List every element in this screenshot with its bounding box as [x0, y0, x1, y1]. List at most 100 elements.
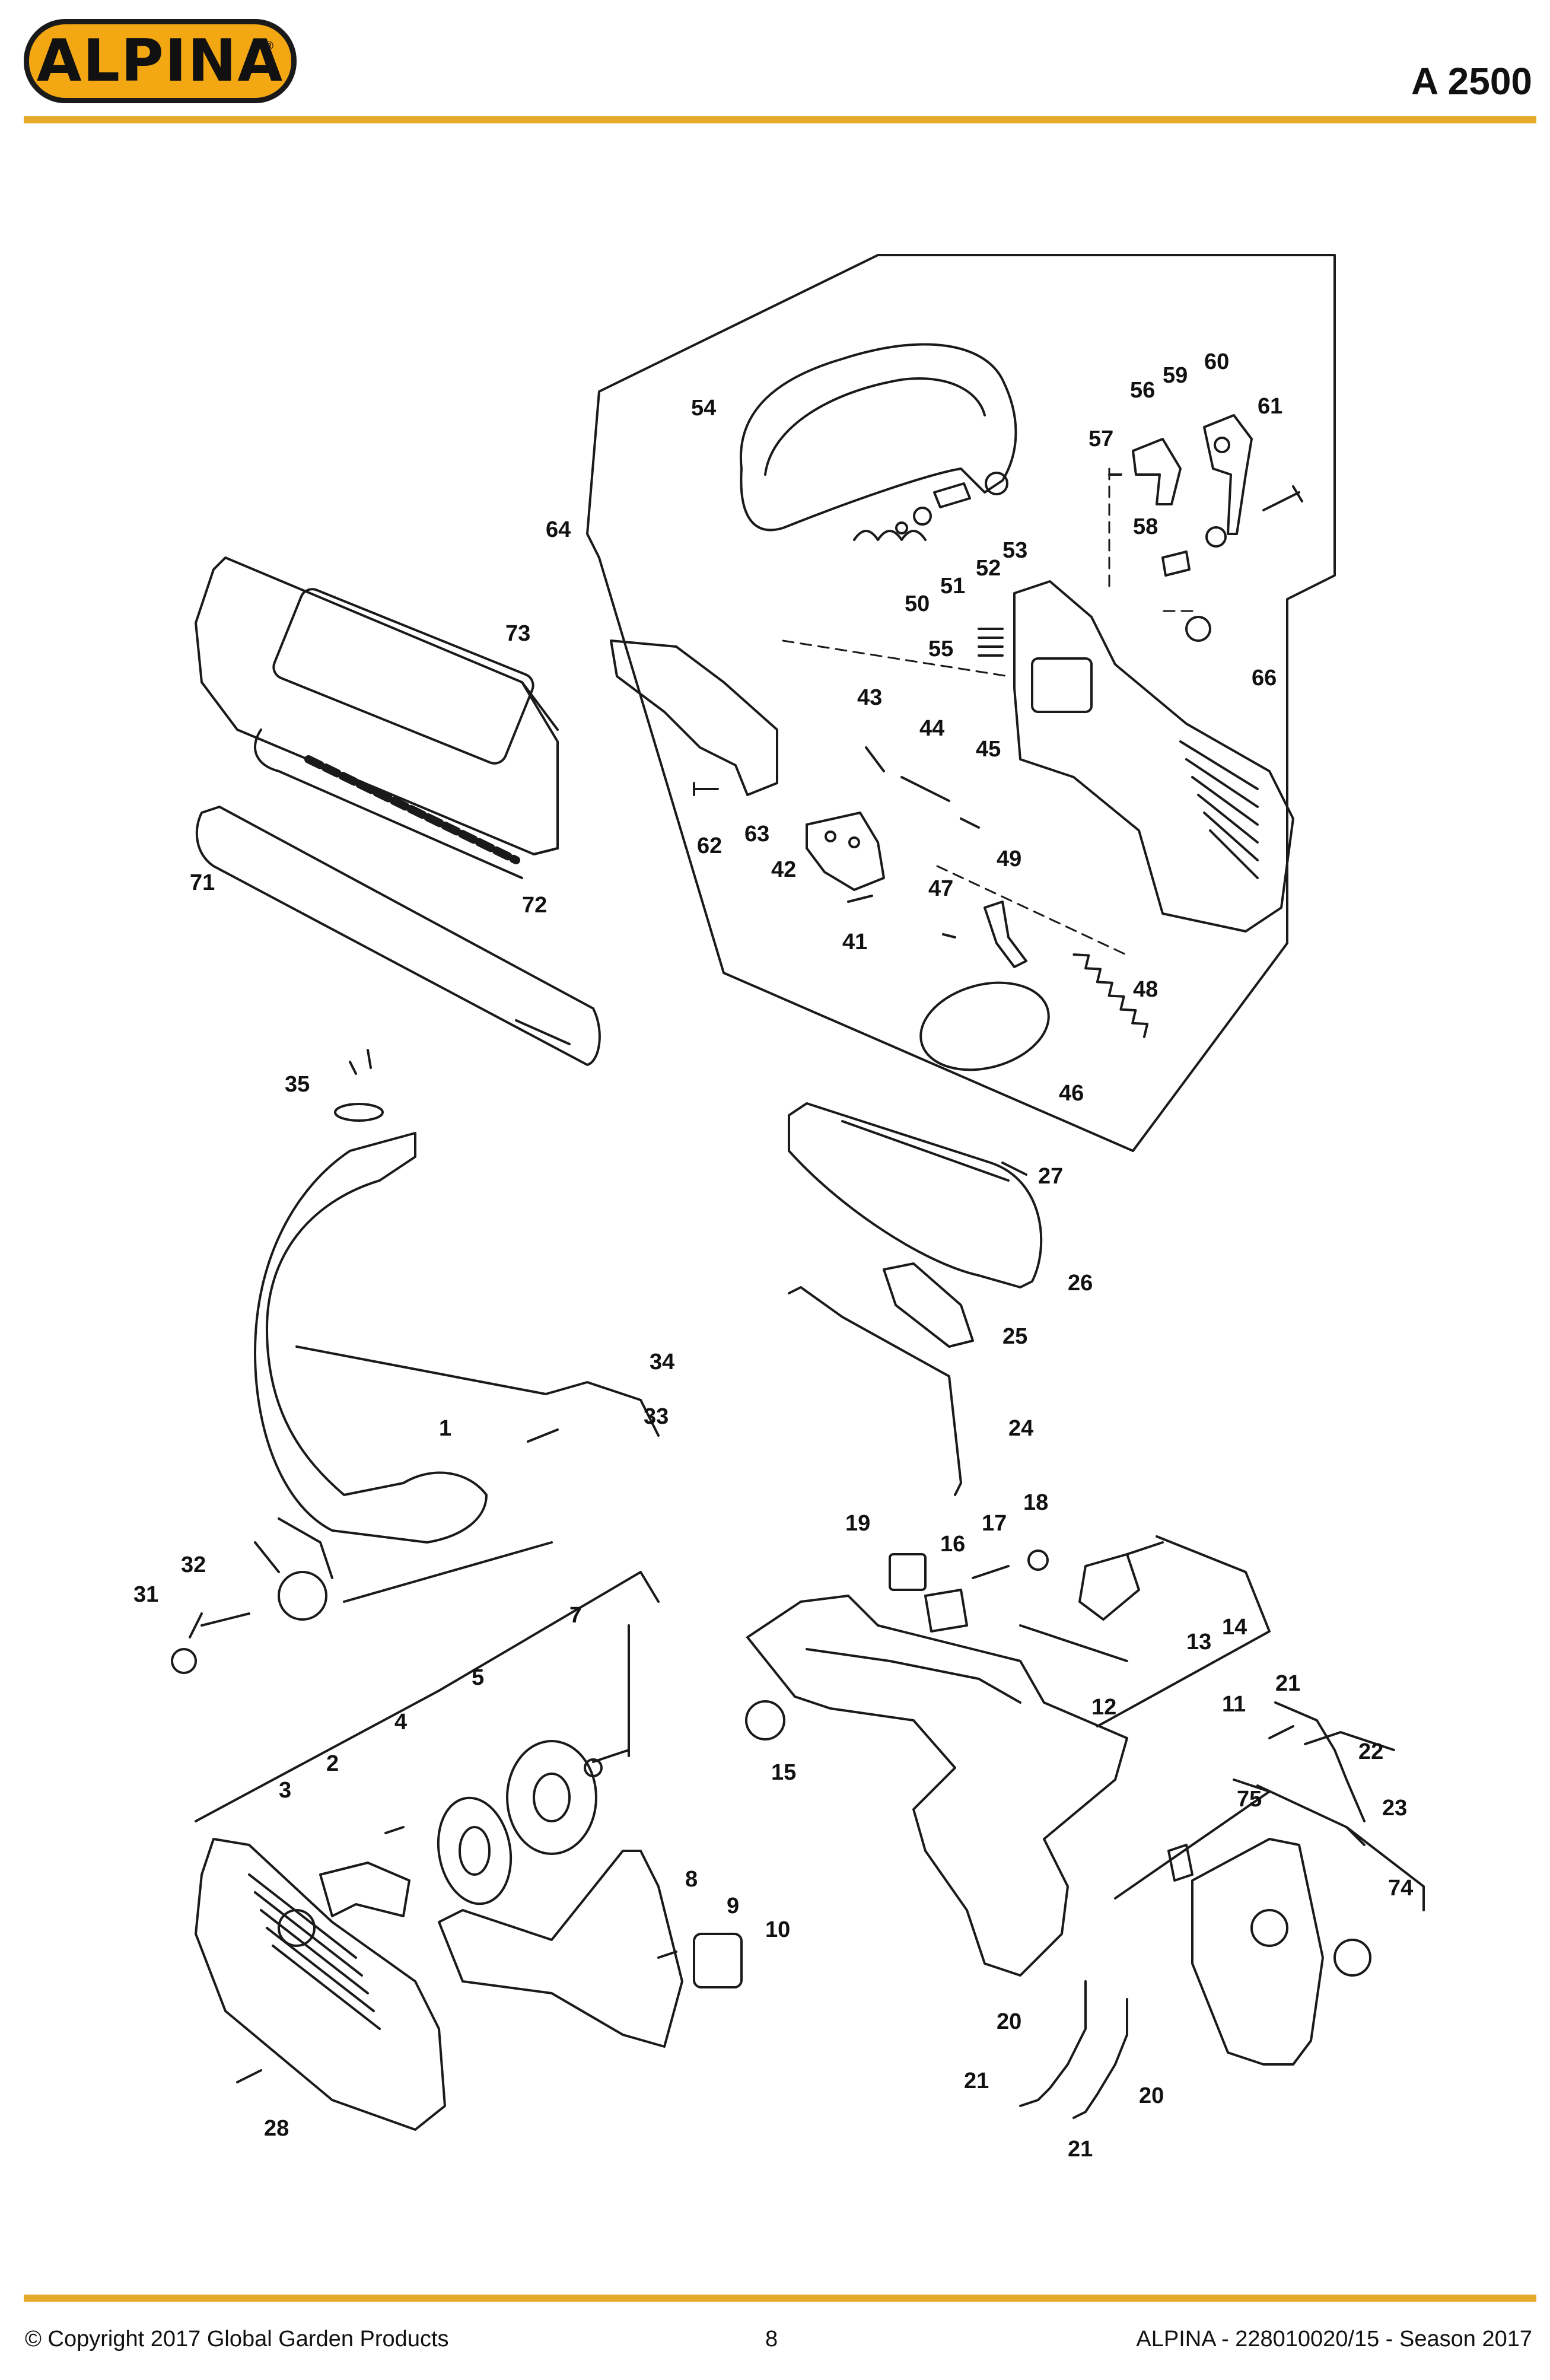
- part-callout-52: 52: [976, 556, 1001, 581]
- part-callout-43: 43: [857, 685, 882, 710]
- part-callout-45: 45: [976, 737, 1001, 762]
- part-72-chain: [304, 755, 520, 864]
- part-callout-18: 18: [1023, 1490, 1048, 1515]
- part-24-rod: [788, 1286, 962, 1496]
- part-callout-1: 1: [439, 1416, 451, 1441]
- part-callout-34: 34: [650, 1350, 674, 1374]
- part-10-damper: [693, 1933, 743, 1988]
- part-callout-5: 5: [472, 1665, 484, 1690]
- part-callout-19: 19: [845, 1511, 870, 1536]
- part-callout-71: 71: [190, 870, 215, 895]
- part-callout-75: 75: [1237, 1787, 1262, 1812]
- part-23-cover: [1191, 1838, 1324, 2066]
- logo-text: ALPINA: [36, 27, 284, 95]
- part-callout-17: 17: [982, 1511, 1007, 1536]
- part-callout-28: 28: [264, 2116, 289, 2141]
- part-callout-44: 44: [919, 716, 944, 741]
- part-callout-7: 7: [569, 1603, 582, 1628]
- part-66-nut: [1185, 616, 1211, 642]
- part-callout-33: 33: [644, 1404, 669, 1429]
- part-9-screw: [657, 1951, 677, 1959]
- part-50-spring: [853, 530, 927, 541]
- part-51-washer: [895, 521, 908, 534]
- logo-registered-mark: ®: [265, 40, 273, 53]
- part-60-lever: [1203, 414, 1253, 535]
- part-callout-26: 26: [1068, 1271, 1093, 1296]
- part-callout-35: 35: [285, 1072, 310, 1097]
- part-callout-14: 14: [1222, 1615, 1247, 1640]
- part-callout-21: 21: [1068, 2137, 1093, 2162]
- part-callout-8: 8: [685, 1867, 698, 1892]
- part-callout-62: 62: [697, 833, 722, 858]
- part-callout-15: 15: [771, 1760, 796, 1785]
- part-callout-49: 49: [997, 847, 1021, 871]
- part-16-bushing: [924, 1589, 968, 1633]
- part-22-hose: [1274, 1701, 1366, 1822]
- part-callout-2: 2: [326, 1751, 339, 1776]
- part-8-guard: [438, 1850, 683, 2048]
- footer-rule: [24, 2295, 1536, 2302]
- part-callout-21: 21: [1275, 1671, 1300, 1696]
- part-callout-4: 4: [394, 1710, 407, 1735]
- part-callout-73: 73: [505, 621, 530, 646]
- part-callout-60: 60: [1204, 349, 1229, 374]
- part-callout-27: 27: [1038, 1164, 1063, 1189]
- part-3-pawl: [319, 1862, 410, 1917]
- part-callout-32: 32: [181, 1552, 206, 1577]
- part-callout-48: 48: [1133, 977, 1158, 1002]
- part-callout-42: 42: [771, 857, 796, 882]
- part-callout-16: 16: [940, 1532, 965, 1557]
- part-4-spring: [437, 1796, 513, 1905]
- part-callout-46: 46: [1059, 1081, 1084, 1106]
- part-19-switch: [889, 1553, 927, 1591]
- part-31-washer: [171, 1648, 197, 1674]
- starter-cover: [195, 1838, 446, 2131]
- model-title: A 2500: [1411, 60, 1532, 103]
- part-25-lever: [883, 1262, 974, 1348]
- part-20-hose-a: [1037, 1980, 1087, 2101]
- part-54-front-handle: [739, 343, 1017, 532]
- group-bracket-64: [586, 254, 1336, 1152]
- part-21-fitting-a: [1019, 2099, 1039, 2107]
- part-28-screw: [236, 2069, 262, 2083]
- part-74-knob: [1333, 1939, 1371, 1977]
- part-52-washer: [913, 507, 932, 526]
- part-callout-20: 20: [997, 2009, 1021, 2034]
- part-43-bolt: [865, 746, 885, 772]
- part-20-hose-b: [1084, 1998, 1128, 2113]
- part-callout-9: 9: [727, 1894, 739, 1918]
- part-49-lever: [984, 901, 1027, 968]
- part-32-bolt: [189, 1612, 250, 1638]
- part-53-sleeve: [933, 482, 971, 508]
- part-callout-66: 66: [1252, 666, 1277, 691]
- part-18-washer: [1027, 1549, 1049, 1571]
- part-5-pulley: [506, 1740, 597, 1855]
- part-2-screw: [384, 1826, 405, 1834]
- part-callout-24: 24: [1008, 1416, 1033, 1441]
- footer-page-number: 8: [765, 2327, 778, 2352]
- part-14-pin: [1126, 1541, 1164, 1555]
- main-handle-body: [746, 1595, 1128, 1977]
- part-63-guard: [610, 639, 778, 796]
- part-callout-12: 12: [1091, 1695, 1116, 1720]
- part-15-knob: [745, 1700, 785, 1741]
- callout-labels: 1234578910111213141516171819202021212122…: [133, 349, 1413, 2162]
- part-callout-11: 11: [1222, 1692, 1246, 1717]
- part-callout-23: 23: [1382, 1796, 1407, 1821]
- part-callout-25: 25: [1002, 1324, 1027, 1349]
- part-callout-10: 10: [765, 1917, 790, 1942]
- part-73-cover: [195, 556, 559, 855]
- part-59-clip: [1205, 526, 1227, 548]
- group-bracket-1: [195, 1571, 660, 1822]
- part-27-screw: [1001, 1162, 1027, 1176]
- part-42-plate: [806, 812, 885, 891]
- part-callout-74: 74: [1388, 1876, 1413, 1901]
- part-13-part: [1078, 1553, 1140, 1621]
- footer-copyright: © Copyright 2017 Global Garden Products: [25, 2327, 449, 2352]
- part-26-arm: [788, 1102, 1043, 1288]
- part-callout-31: 31: [133, 1582, 158, 1607]
- part-47-pin: [942, 933, 956, 938]
- part-21-fitting-b: [1072, 2111, 1087, 2119]
- part-callout-3: 3: [279, 1778, 291, 1803]
